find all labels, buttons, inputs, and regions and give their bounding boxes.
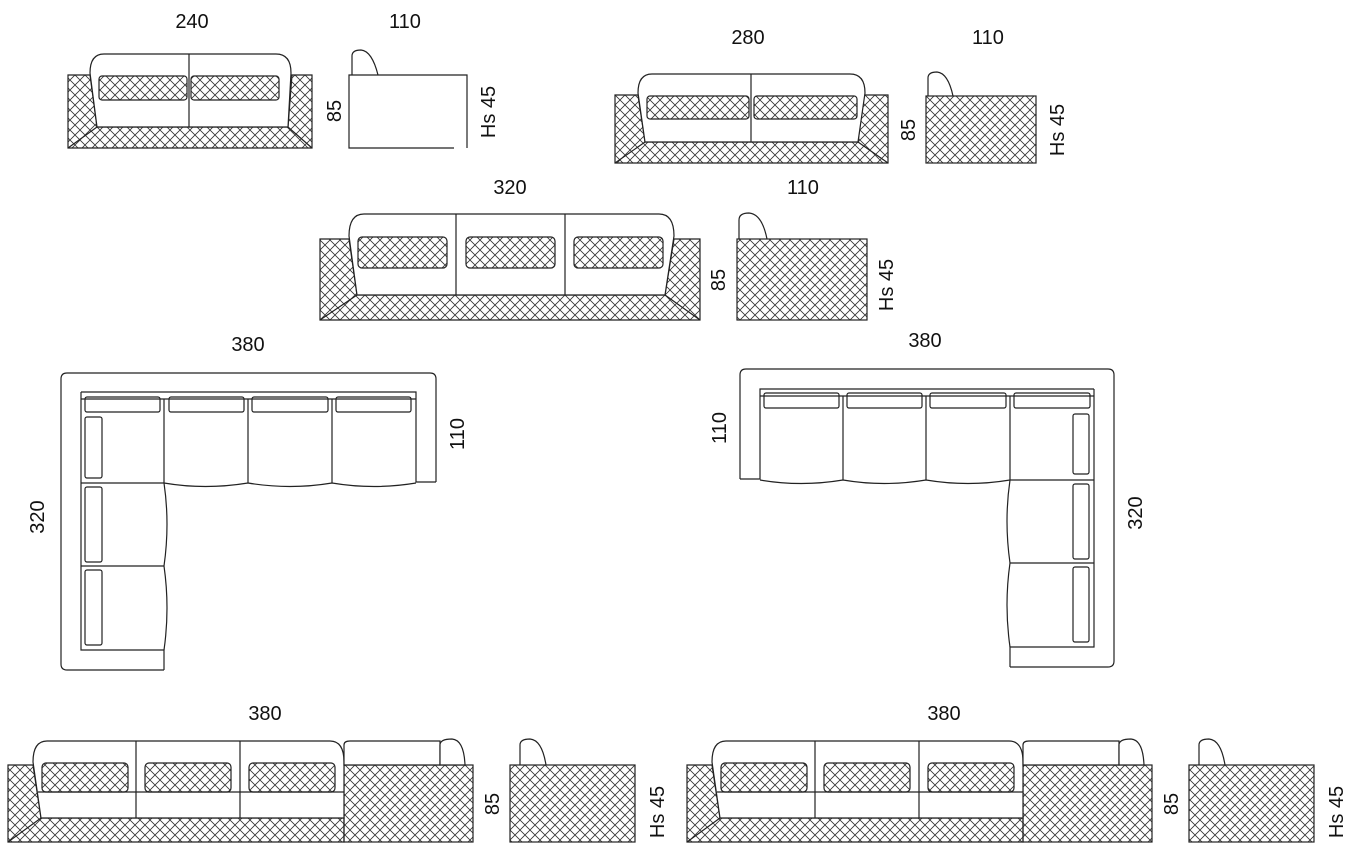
chaise-right-seat-height-label: Hs 45 [1326, 786, 1348, 838]
sofa-240-width-label: 240 [175, 11, 208, 33]
sofa-320-width-label: 320 [493, 177, 526, 199]
sofa-280-depth-label: 110 [972, 27, 1004, 49]
corner-sofa-left-plan [60, 372, 437, 671]
sofa-280-height-label: 85 [898, 119, 920, 141]
sofa-320-depth-label: 110 [787, 177, 819, 199]
chaise-left-height-label: 85 [482, 793, 504, 815]
corner-left-depth-label: 110 [447, 418, 469, 450]
sofa-320-side-view [736, 212, 868, 321]
sofa-280-side-view [925, 71, 1037, 164]
corner-right-length-label: 320 [1125, 496, 1147, 529]
corner-sofa-right-plan [739, 368, 1115, 668]
sofa-320-front-view [319, 213, 701, 321]
corner-right-depth-label: 110 [709, 412, 731, 444]
sofa-240-side-view [348, 49, 468, 149]
sofa-240-seat-height-label: Hs 45 [478, 86, 500, 138]
chaise-right-height-label: 85 [1161, 793, 1183, 815]
corner-left-length-label: 320 [27, 500, 49, 533]
corner-right-width-label: 380 [908, 330, 941, 352]
sofa-240-height-label: 85 [324, 100, 346, 122]
chaise-sofa-right-front-view [686, 738, 1153, 843]
chaise-left-width-label: 380 [248, 703, 281, 725]
chaise-left-seat-height-label: Hs 45 [647, 786, 669, 838]
sofa-240-front-view [67, 53, 313, 149]
sofa-320-seat-height-label: Hs 45 [876, 259, 898, 311]
chaise-right-side-view [1188, 738, 1315, 843]
chaise-right-width-label: 380 [927, 703, 960, 725]
corner-left-width-label: 380 [231, 334, 264, 356]
chaise-left-side-view [509, 738, 636, 843]
sofa-280-front-view [614, 73, 889, 164]
sofa-320-height-label: 85 [708, 269, 730, 291]
sofa-280-width-label: 280 [731, 27, 764, 49]
chaise-sofa-left-front-view [7, 738, 474, 843]
sofa-240-depth-label: 110 [389, 11, 421, 33]
sofa-280-seat-height-label: Hs 45 [1047, 104, 1069, 156]
